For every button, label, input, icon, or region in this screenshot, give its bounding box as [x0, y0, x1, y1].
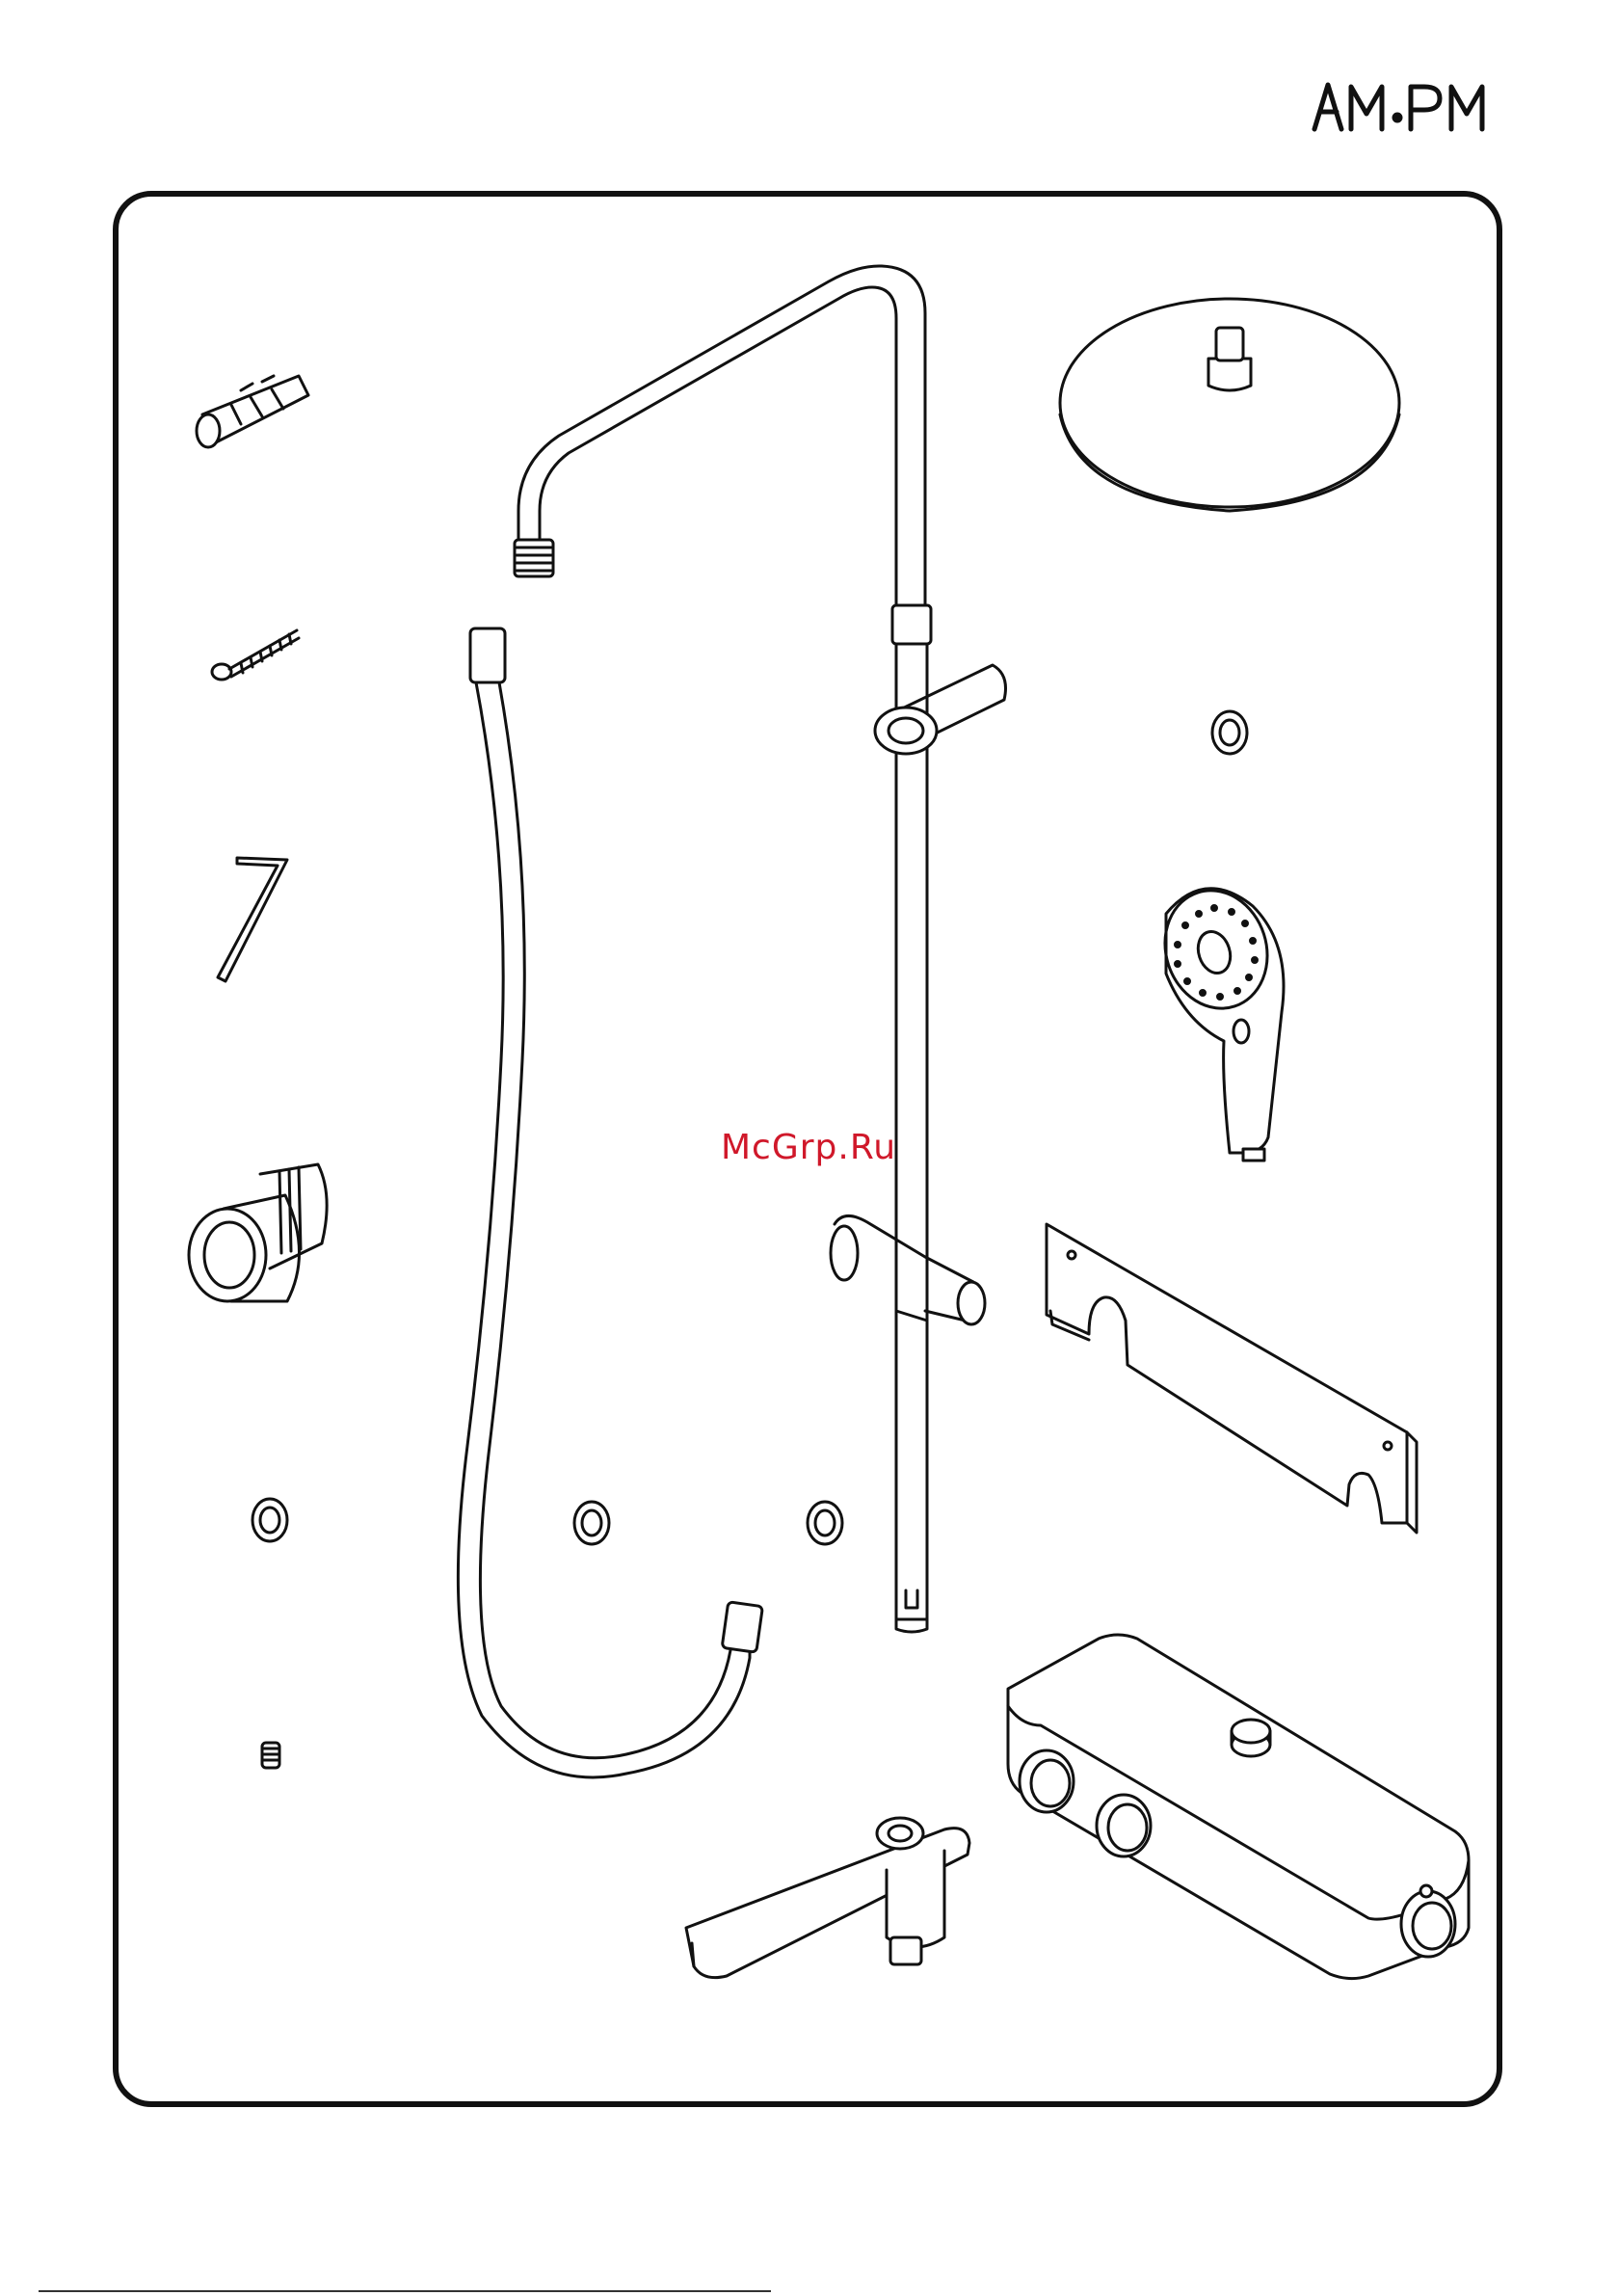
mounting-template-icon — [1047, 1224, 1417, 1533]
screw-icon — [212, 630, 299, 680]
footer-rule — [39, 2290, 771, 2292]
watermark-text: McGrp.Ru — [721, 1128, 896, 1167]
spout-icon — [686, 1818, 969, 1978]
set-screw-icon — [262, 1743, 279, 1768]
wall-plug-icon — [197, 376, 308, 447]
hand-shower-icon — [1150, 877, 1284, 1161]
rail-holder-icon — [875, 665, 1006, 754]
shower-hose-icon — [458, 628, 762, 1777]
hand-shower-holder-icon — [831, 1215, 985, 1324]
hex-key-icon — [218, 858, 287, 981]
adapter-fitting-icon — [189, 1164, 327, 1301]
washer-icon — [574, 1502, 609, 1544]
filter-washer-icon — [252, 1499, 287, 1541]
overhead-arm-icon — [515, 266, 925, 625]
washer-icon — [1212, 711, 1247, 754]
washer-icon — [808, 1502, 842, 1544]
thermostatic-mixer-icon — [1008, 1635, 1469, 1979]
sliding-rail-icon — [892, 605, 931, 1632]
rain-shower-head-icon — [1060, 299, 1399, 511]
